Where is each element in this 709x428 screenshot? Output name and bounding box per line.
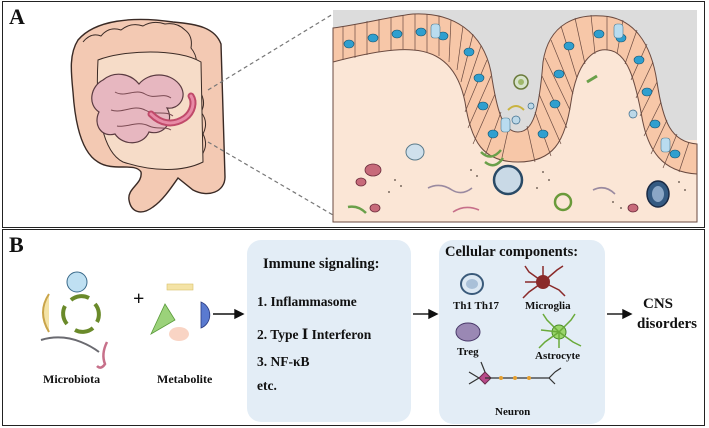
metabolite-label: Metabolite bbox=[157, 372, 213, 386]
astrocyte-label: Astrocyte bbox=[535, 350, 580, 362]
cellular-components-box: Cellular components: Th1 Th17 Microglia … bbox=[439, 240, 605, 424]
cns-label-line1: CNS bbox=[643, 296, 674, 312]
intestine-icon bbox=[70, 18, 226, 213]
villi-detail bbox=[332, 10, 698, 223]
cns-label-line2: disorders bbox=[637, 316, 697, 332]
signal-item: 1. Inflammasome bbox=[257, 294, 357, 309]
immune-signaling-title: Immune signaling: bbox=[263, 256, 380, 272]
microglia-label: Microglia bbox=[525, 300, 571, 312]
astrocyte-icon bbox=[538, 313, 582, 349]
microglia-icon bbox=[522, 265, 566, 299]
panel-b-illustration bbox=[40, 271, 633, 369]
flow-arrows bbox=[213, 308, 633, 320]
zoom-line-top bbox=[207, 13, 334, 91]
panel-a-label: A bbox=[9, 4, 25, 29]
panel-b: B bbox=[2, 229, 705, 426]
th-cells-label: Th1 Th17 bbox=[453, 300, 499, 312]
metabolite-icon bbox=[150, 283, 211, 341]
microbiota-icon bbox=[40, 271, 109, 369]
panel-a: A bbox=[2, 1, 705, 228]
immune-signaling-box: Immune signaling: 1. Inflammasome 2. Typ… bbox=[247, 240, 411, 422]
treg-label: Treg bbox=[457, 346, 479, 358]
panel-b-label: B bbox=[9, 232, 24, 257]
panel-a-illustration bbox=[70, 10, 698, 223]
neuron-icon bbox=[468, 361, 562, 385]
zoom-line-bottom bbox=[207, 141, 334, 216]
microbiota-label: Microbiota bbox=[43, 372, 101, 386]
signal-item: 2. Type Ⅰ Interferon bbox=[257, 327, 372, 342]
neuron-label: Neuron bbox=[495, 406, 531, 418]
cell-icons bbox=[455, 265, 582, 385]
signal-item: etc. bbox=[257, 378, 277, 393]
cellular-components-title: Cellular components: bbox=[445, 244, 579, 260]
plus-sign: + bbox=[133, 288, 145, 310]
signal-item: 3. NF-κB bbox=[257, 354, 310, 369]
